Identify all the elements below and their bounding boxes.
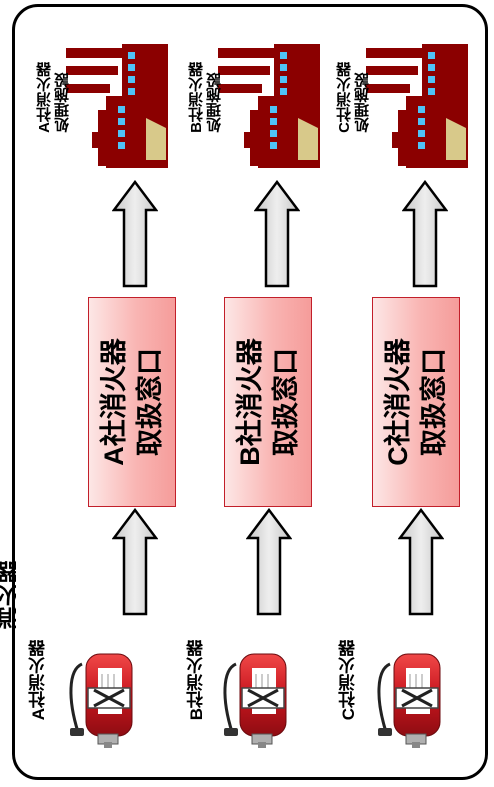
- factory-icon: [362, 40, 474, 172]
- window-line2: 取扱窓口: [135, 348, 165, 456]
- up-arrow-icon: [402, 180, 448, 288]
- collection-window-box: A社消火器 取扱窓口: [88, 297, 176, 507]
- facility-label: A社消火器 処理施設: [36, 62, 72, 133]
- fire-extinguisher-icon: [370, 640, 460, 750]
- facility-line2: 処理施設: [206, 72, 223, 133]
- diagram-title-fragment: 消火器: [0, 560, 16, 629]
- extinguisher-label: A社消火器: [29, 640, 48, 721]
- up-arrow-icon: [398, 508, 444, 616]
- window-line1: C社消火器: [383, 338, 413, 466]
- facility-line1: A社消火器: [36, 62, 53, 133]
- collection-window-box: B社消火器 取扱窓口: [224, 297, 312, 507]
- fire-extinguisher-icon: [216, 640, 306, 750]
- up-arrow-icon: [254, 180, 300, 288]
- facility-label: C社消火器 処理施設: [336, 62, 372, 133]
- fire-extinguisher-icon: [62, 640, 152, 750]
- facility-line1: C社消火器: [336, 62, 353, 133]
- facility-line2: 処理施設: [54, 72, 71, 133]
- extinguisher-label: B社消火器: [187, 640, 206, 721]
- up-arrow-icon: [246, 508, 292, 616]
- up-arrow-icon: [112, 180, 158, 288]
- window-line2: 取扱窓口: [271, 348, 301, 456]
- collection-window-box: C社消火器 取扱窓口: [372, 297, 460, 507]
- extinguisher-label: C社消火器: [339, 640, 358, 721]
- facility-label: B社消火器 処理施設: [188, 62, 224, 133]
- factory-icon: [62, 40, 174, 172]
- facility-line1: B社消火器: [188, 62, 205, 133]
- up-arrow-icon: [112, 508, 158, 616]
- window-line1: A社消火器: [99, 338, 129, 466]
- window-line2: 取扱窓口: [419, 348, 449, 456]
- window-line1: B社消火器: [235, 338, 265, 466]
- facility-line2: 処理施設: [354, 72, 371, 133]
- factory-icon: [214, 40, 326, 172]
